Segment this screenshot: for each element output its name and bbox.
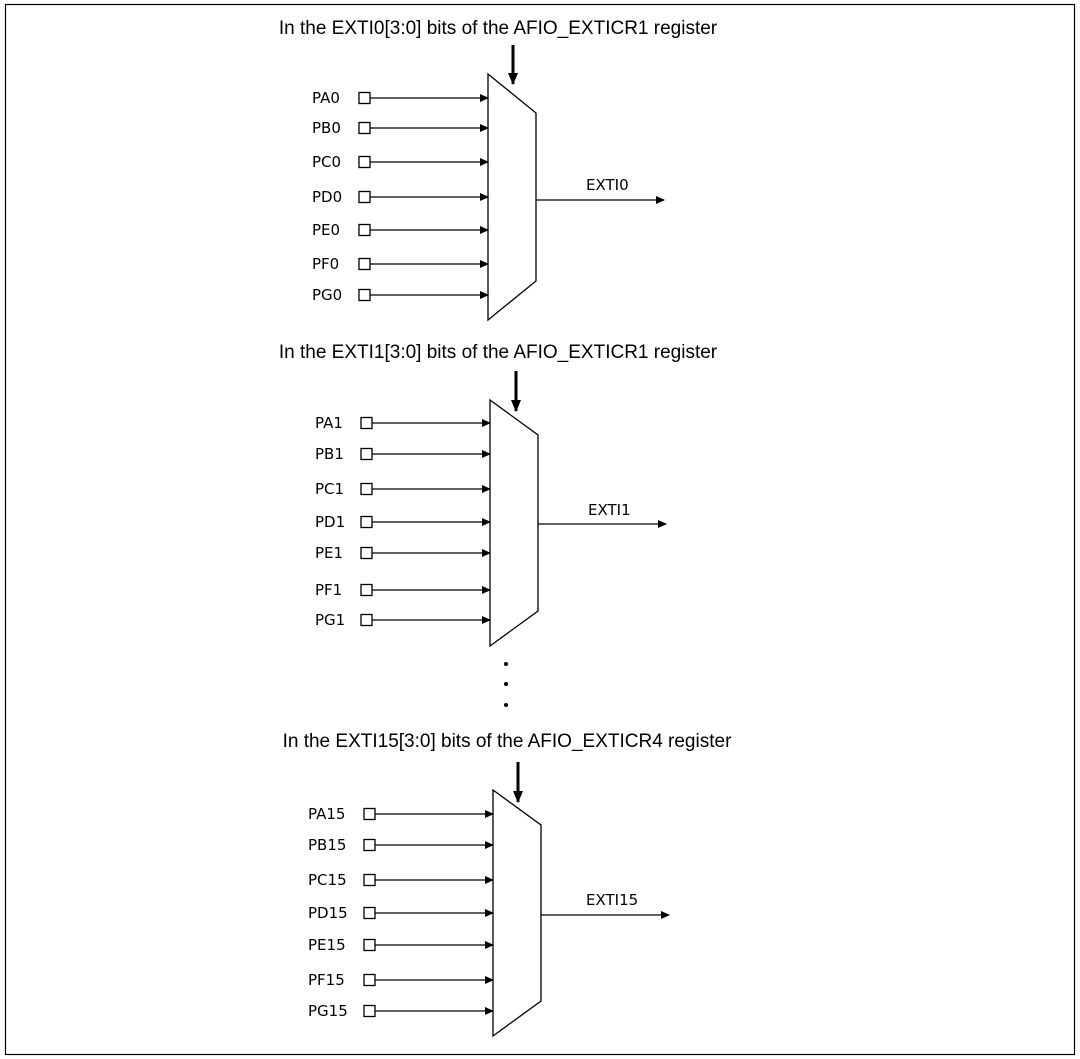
input-pin-label: PD15 <box>308 904 348 922</box>
pin-terminal-box <box>358 288 371 302</box>
pin-terminal-box <box>360 482 373 496</box>
input-pin-label: PE1 <box>315 544 343 562</box>
input-pin-label: PA1 <box>315 414 343 432</box>
input-pin-label: PB0 <box>312 119 341 137</box>
input-pin-label: PD0 <box>312 188 342 206</box>
multiplexer-shape <box>492 788 542 1038</box>
multiplexer-shape <box>489 398 539 648</box>
pin-terminal-box <box>360 546 373 560</box>
pin-terminal-box <box>360 447 373 461</box>
output-line-label: EXTI1 <box>588 501 631 519</box>
pin-terminal-box <box>360 515 373 529</box>
mux-block: In the EXTI1[3:0] bits of the AFIO_EXTIC… <box>279 342 718 648</box>
mux-block: In the EXTI0[3:0] bits of the AFIO_EXTIC… <box>279 18 718 322</box>
input-pin-label: PB1 <box>315 445 344 463</box>
pin-terminal-box <box>358 155 371 169</box>
continuation-dots <box>504 662 508 707</box>
input-pin-label: PD1 <box>315 513 345 531</box>
input-pin-label: PC15 <box>308 871 347 889</box>
pin-terminal-box <box>363 873 376 887</box>
output-line-label: EXTI15 <box>586 891 638 909</box>
pin-terminal-box <box>360 416 373 430</box>
input-pin-label: PG0 <box>312 286 342 304</box>
pin-terminal-box <box>358 190 371 204</box>
pin-terminal-box <box>358 91 371 105</box>
pin-terminal-box <box>363 1004 376 1018</box>
input-pin-label: PF1 <box>315 581 342 599</box>
register-field-title: In the EXTI1[3:0] bits of the AFIO_EXTIC… <box>279 342 718 363</box>
pin-terminal-box <box>363 807 376 821</box>
input-pin-label: PC0 <box>312 153 341 171</box>
mux-block: In the EXTI15[3:0] bits of the AFIO_EXTI… <box>283 731 732 1038</box>
pin-terminal-box <box>358 223 371 237</box>
input-pin-label: PE0 <box>312 221 340 239</box>
input-pin-label: PF0 <box>312 255 339 273</box>
input-pin-label: PE15 <box>308 936 346 954</box>
input-pin-label: PA15 <box>308 805 345 823</box>
pin-terminal-box <box>363 838 376 852</box>
pin-terminal-box <box>363 938 376 952</box>
input-pin-label: PG1 <box>315 611 345 629</box>
input-pin-label: PB15 <box>308 836 346 854</box>
pin-terminal-box <box>363 906 376 920</box>
pin-terminal-box <box>360 583 373 597</box>
register-field-title: In the EXTI0[3:0] bits of the AFIO_EXTIC… <box>279 18 718 39</box>
input-pin-label: PC1 <box>315 480 344 498</box>
pin-terminal-box <box>358 121 371 135</box>
input-pin-label: PF15 <box>308 971 345 989</box>
input-pin-label: PA0 <box>312 89 340 107</box>
register-field-title: In the EXTI15[3:0] bits of the AFIO_EXTI… <box>283 731 732 752</box>
pin-terminal-box <box>360 613 373 627</box>
pin-terminal-box <box>358 257 371 271</box>
pin-terminal-box <box>363 973 376 987</box>
output-line-label: EXTI0 <box>586 176 629 194</box>
diagram-frame <box>4 3 1076 1056</box>
input-pin-label: PG15 <box>308 1002 348 1020</box>
multiplexer-shape <box>487 72 537 322</box>
